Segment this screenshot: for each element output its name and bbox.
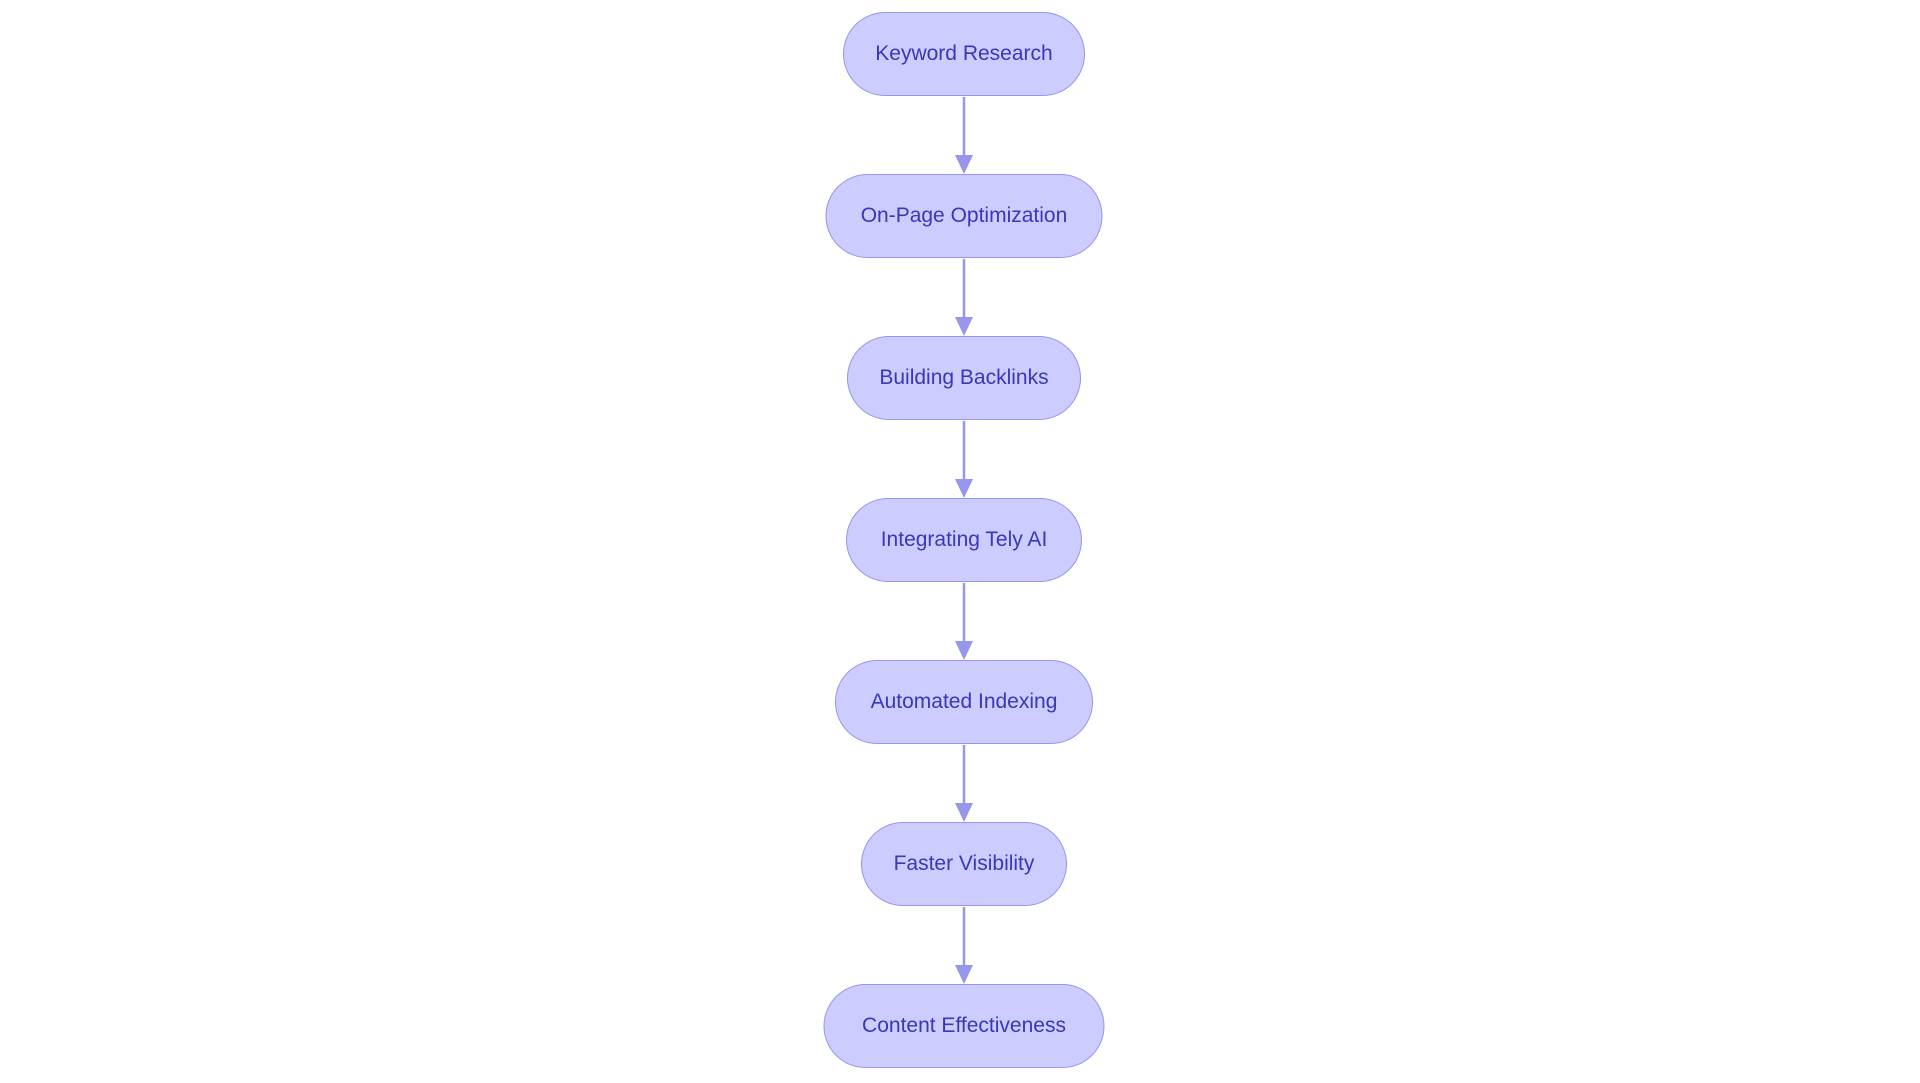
node-label-keyword-research: Keyword Research — [875, 42, 1053, 65]
node-content-effectiveness: Content Effectiveness — [823, 984, 1105, 1068]
edge-on-page-optimization-to-building-backlinks — [955, 259, 973, 336]
node-label-on-page-optimization: On-Page Optimization — [860, 204, 1068, 227]
node-on-page-optimization: On-Page Optimization — [825, 174, 1103, 258]
node-label-building-backlinks: Building Backlinks — [879, 366, 1049, 389]
node-label-faster-visibility: Faster Visibility — [893, 852, 1035, 875]
node-label-content-effectiveness: Content Effectiveness — [862, 1014, 1066, 1037]
edge-integrating-tely-ai-to-automated-indexing — [955, 583, 973, 660]
edge-building-backlinks-to-integrating-tely-ai — [955, 421, 973, 498]
edge-keyword-research-to-on-page-optimization — [955, 97, 973, 174]
node-automated-indexing: Automated Indexing — [835, 660, 1093, 744]
node-building-backlinks: Building Backlinks — [847, 336, 1081, 420]
node-integrating-tely-ai: Integrating Tely AI — [846, 498, 1082, 582]
node-label-automated-indexing: Automated Indexing — [870, 690, 1058, 713]
edge-automated-indexing-to-faster-visibility — [955, 745, 973, 822]
edge-faster-visibility-to-content-effectiveness — [955, 907, 973, 984]
node-keyword-research: Keyword Research — [843, 12, 1085, 96]
node-faster-visibility: Faster Visibility — [861, 822, 1067, 906]
node-label-integrating-tely-ai: Integrating Tely AI — [880, 528, 1048, 551]
